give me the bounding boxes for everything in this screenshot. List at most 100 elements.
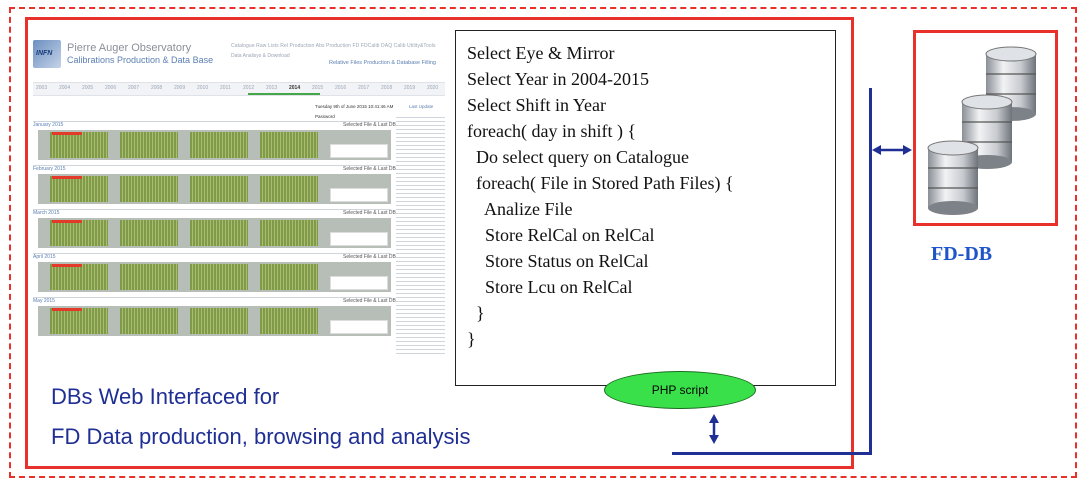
month-calendar: [38, 218, 391, 248]
telescope-cell[interactable]: [330, 320, 388, 334]
month-selector[interactable]: Selected File & Last DB: [343, 298, 396, 304]
telescope-cell[interactable]: [260, 132, 318, 158]
status-bar: [52, 308, 82, 311]
section-title: Relative Files Production & Database Fil…: [329, 60, 436, 66]
month-calendar: [38, 306, 391, 336]
month-divider: [33, 209, 391, 210]
code-line: Analize File: [467, 199, 573, 219]
code-box: Select Eye & Mirror Select Year in 2004-…: [455, 30, 836, 386]
system-outer-frame: [9, 7, 1077, 478]
year-selector[interactable]: 2003 2004 2005 2006 2007 2008 2009 2010 …: [33, 82, 445, 96]
site-nav-secondary[interactable]: Data Analisys & Download: [231, 53, 290, 59]
year-tab[interactable]: 2017: [358, 85, 370, 91]
year-tab[interactable]: 2010: [197, 85, 209, 91]
telescope-cell[interactable]: [190, 264, 248, 290]
double-arrow-vertical-icon: [709, 414, 719, 444]
code-line: foreach( day in shift ) {: [467, 121, 637, 141]
infn-logo: INFN: [33, 40, 61, 68]
year-tab[interactable]: 2011: [220, 85, 231, 91]
telescope-cell[interactable]: [260, 220, 318, 246]
code-line: Store RelCal on RelCal: [467, 225, 655, 245]
telescope-cell[interactable]: [190, 308, 248, 334]
year-tab[interactable]: 2007: [128, 85, 140, 91]
telescope-cell[interactable]: [260, 264, 318, 290]
year-tab[interactable]: 2003: [36, 85, 48, 91]
month-calendar: [38, 130, 391, 160]
year-tab[interactable]: 2013: [266, 85, 278, 91]
year-tab[interactable]: 2009: [174, 85, 186, 91]
update-log-column: [396, 114, 445, 354]
telescope-cell[interactable]: [120, 132, 178, 158]
month-selector[interactable]: Selected File & Last DB: [343, 210, 396, 216]
month-selector[interactable]: Selected File & Last DB: [343, 166, 396, 172]
fd-db-label: FD-DB: [931, 243, 993, 265]
site-nav[interactable]: Catalogue Raw Lists Rel Production Abs P…: [231, 43, 436, 49]
code-line: foreach( File in Stored Path Files) {: [467, 173, 734, 193]
year-tab[interactable]: 2005: [82, 85, 94, 91]
code-line: Do select query on Catalogue: [467, 147, 689, 167]
telescope-cell[interactable]: [120, 264, 178, 290]
telescope-cell[interactable]: [50, 264, 108, 290]
caption-line-2: FD Data production, browsing and analysi…: [51, 424, 471, 449]
telescope-cell[interactable]: [120, 220, 178, 246]
date-line: Tuesday 9th of June 2015 10:41:46 AM: [315, 104, 394, 109]
php-script-node: PHP script: [604, 371, 756, 409]
telescope-cell[interactable]: [120, 308, 178, 334]
month-selector[interactable]: Selected File & Last DB: [343, 254, 396, 260]
status-bar: [52, 176, 82, 179]
month-divider: [33, 121, 391, 122]
telescope-cell[interactable]: [190, 176, 248, 202]
month-label: February 2015: [33, 166, 66, 172]
password-label: Password: [315, 114, 335, 119]
code-line: Select Shift in Year: [467, 95, 606, 115]
status-bar: [52, 132, 82, 135]
telescope-cell[interactable]: [330, 144, 388, 158]
year-tab[interactable]: 2016: [335, 85, 347, 91]
web-page-thumbnail: INFN Pierre Auger Observatory Calibratio…: [33, 38, 445, 356]
fd-db-frame: [913, 30, 1058, 226]
code-line: }: [467, 303, 485, 323]
code-line: Select Eye & Mirror: [467, 43, 615, 63]
telescope-cell[interactable]: [50, 176, 108, 202]
caption-line-1: DBs Web Interfaced for: [51, 384, 280, 409]
month-calendar: [38, 174, 391, 204]
telescope-cell[interactable]: [260, 308, 318, 334]
year-highlight: [248, 93, 320, 95]
year-tab[interactable]: 2020: [427, 85, 439, 91]
month-selector[interactable]: Selected File & Last DB: [343, 122, 396, 128]
telescope-cell[interactable]: [190, 220, 248, 246]
logo-text: INFN: [36, 50, 53, 57]
code-line: Store Status on RelCal: [467, 251, 649, 271]
telescope-cell[interactable]: [330, 232, 388, 246]
month-label: January 2015: [33, 122, 64, 128]
telescope-cell[interactable]: [260, 176, 318, 202]
last-update-label: Last Update: [409, 104, 434, 109]
telescope-cell[interactable]: [50, 132, 108, 158]
site-subtitle: Calibrations Production & Data Base: [67, 55, 214, 65]
status-bar: [52, 220, 82, 223]
telescope-cell[interactable]: [50, 308, 108, 334]
month-label: April 2015: [33, 254, 56, 260]
year-tab[interactable]: 2018: [381, 85, 393, 91]
year-tab[interactable]: 2015: [312, 85, 324, 91]
year-tab[interactable]: 2012: [243, 85, 255, 91]
telescope-cell[interactable]: [330, 188, 388, 202]
telescope-cell[interactable]: [330, 276, 388, 290]
month-label: March 2015: [33, 210, 60, 216]
telescope-cell[interactable]: [120, 176, 178, 202]
web-interface-frame: [25, 17, 854, 469]
year-tab-active[interactable]: 2014: [289, 85, 301, 91]
month-divider: [33, 253, 391, 254]
year-tab[interactable]: 2019: [404, 85, 416, 91]
code-line: }: [467, 329, 476, 349]
double-arrow-horizontal-icon: [872, 145, 912, 155]
year-tab[interactable]: 2008: [151, 85, 163, 91]
code-line: Store Lcu on RelCal: [467, 277, 633, 297]
database-icon: [927, 46, 1037, 215]
month-calendar: [38, 262, 391, 292]
telescope-cell[interactable]: [190, 132, 248, 158]
year-tab[interactable]: 2006: [105, 85, 117, 91]
telescope-cell[interactable]: [50, 220, 108, 246]
year-tab[interactable]: 2004: [59, 85, 71, 91]
month-label: May 2015: [33, 298, 55, 304]
